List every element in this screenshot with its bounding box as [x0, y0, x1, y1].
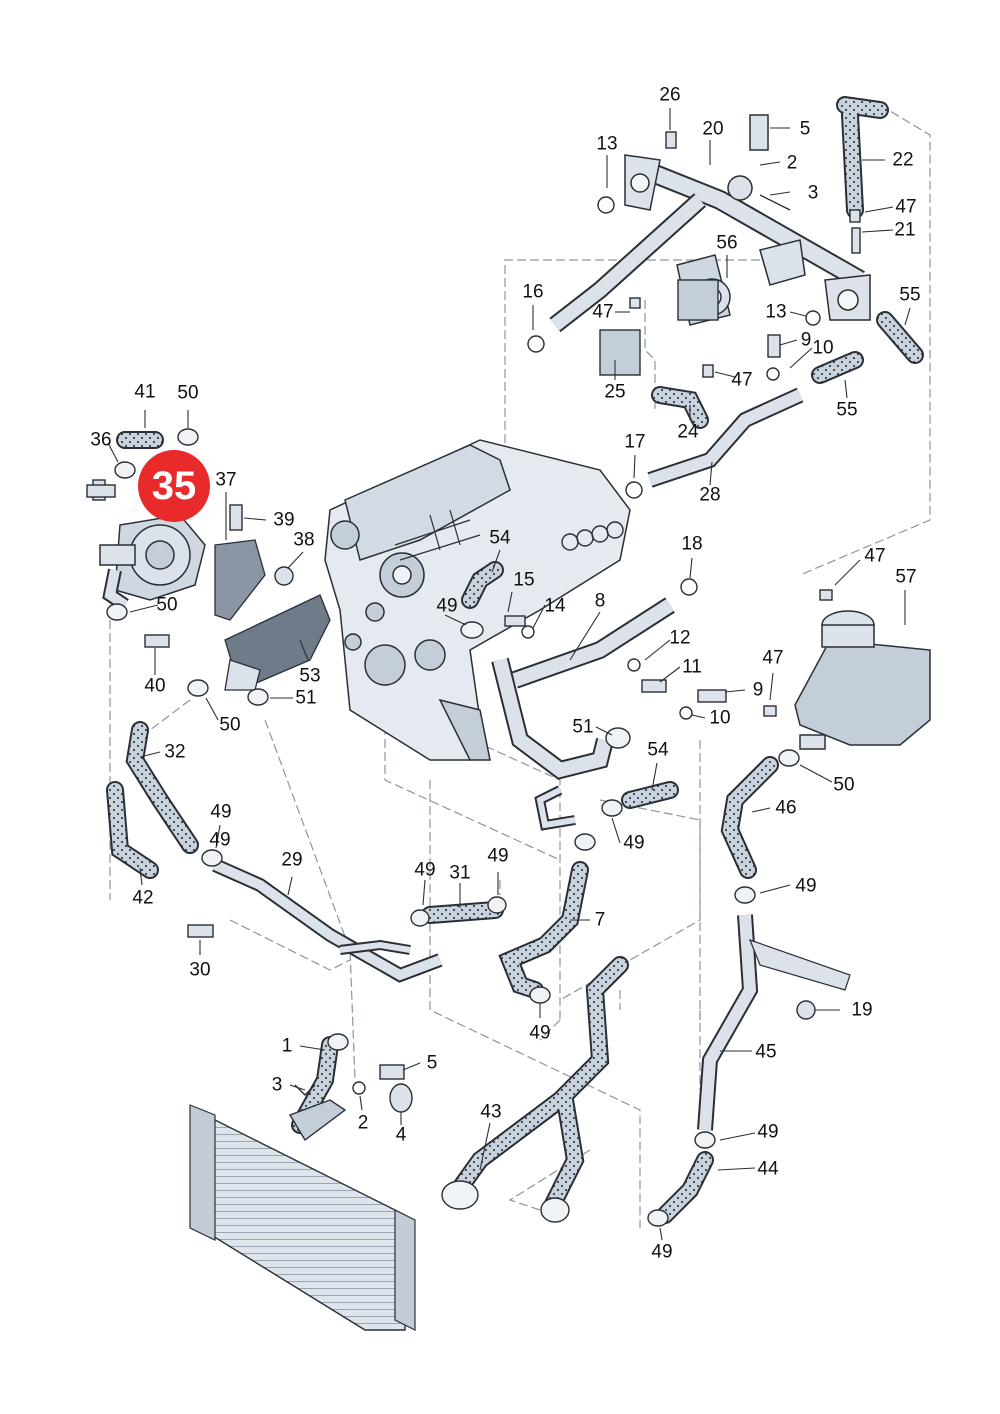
callout-label: 51: [572, 716, 594, 738]
callout-label: 4: [395, 1124, 407, 1146]
callout-label: 12: [669, 627, 691, 649]
callout-label: 9: [800, 329, 812, 351]
callout-label: 3: [271, 1074, 283, 1096]
callout-label: 11: [682, 656, 702, 678]
callout-leaders: [107, 108, 911, 1241]
highlighted-part-badge: 35: [138, 450, 210, 522]
callout-label: 55: [899, 284, 921, 306]
callout-label: 37: [215, 469, 237, 491]
callout-label: 2: [357, 1112, 369, 1134]
callout-label: 43: [480, 1101, 502, 1123]
callout-label: 5: [799, 118, 811, 140]
callout-label: 17: [624, 431, 646, 453]
pipe-29: [212, 858, 443, 983]
pipe-45: [697, 914, 851, 1131]
callout-label: 49: [209, 829, 231, 851]
callout-label: 54: [489, 527, 511, 549]
callout-label: 21: [894, 219, 916, 241]
callout-label: 51: [295, 687, 317, 709]
callout-label: 30: [189, 959, 211, 981]
callout-label: 28: [699, 484, 721, 506]
brackets: [214, 539, 331, 691]
callout-label: 49: [757, 1121, 779, 1143]
small-parts: [86, 131, 861, 1227]
callout-label: 49: [487, 845, 509, 867]
callout-label: 10: [812, 337, 834, 359]
callout-label: 1: [281, 1035, 293, 1057]
callout-label: 14: [544, 595, 566, 617]
callout-label: 47: [762, 647, 784, 669]
callout-label: 19: [851, 999, 873, 1021]
callout-label: 5: [426, 1052, 438, 1074]
pipe-8: [491, 597, 675, 831]
callout-label: 50: [219, 714, 241, 736]
callout-label: 39: [273, 509, 295, 531]
callout-label: 49: [651, 1241, 673, 1263]
callout-label: 55: [836, 399, 858, 421]
callout-label: 44: [757, 1158, 779, 1180]
callout-label: 47: [864, 545, 886, 567]
callout-label: 53: [299, 665, 321, 687]
callout-label: 29: [281, 849, 303, 871]
callout-label: 3: [807, 182, 819, 204]
callout-label: 50: [156, 594, 178, 616]
callout-label: 24: [677, 421, 699, 443]
callout-label: 57: [895, 566, 917, 588]
callout-label: 8: [594, 590, 606, 612]
callout-label: 13: [596, 133, 618, 155]
callout-label: 25: [604, 381, 626, 403]
callout-label: 47: [895, 196, 917, 218]
callout-label: 50: [833, 774, 855, 796]
coolant-pipe-upper: [549, 114, 871, 333]
highlighted-part-label: 35: [151, 463, 197, 508]
expansion-tank: [794, 610, 931, 750]
auxiliary-water-pump: [99, 514, 206, 611]
callout-label: 50: [177, 382, 199, 404]
callout-label: 45: [755, 1041, 777, 1063]
callout-label: 22: [892, 149, 914, 171]
callout-label: 7: [594, 909, 606, 931]
callout-label: 49: [623, 832, 645, 854]
callout-label: 26: [659, 84, 681, 106]
callout-label: 54: [647, 739, 669, 761]
callout-label: 10: [709, 707, 731, 729]
callout-label: 49: [795, 875, 817, 897]
callout-label: 16: [522, 281, 544, 303]
callout-label: 42: [132, 887, 154, 909]
callout-label: 49: [414, 859, 436, 881]
callout-label: 41: [134, 381, 156, 403]
callout-label: 18: [681, 533, 703, 555]
callout-label: 20: [702, 118, 724, 140]
callout-label: 36: [90, 429, 112, 451]
callout-label: 56: [716, 232, 738, 254]
pipe-28: [647, 387, 804, 488]
callout-label: 31: [449, 862, 471, 884]
callout-label: 15: [513, 569, 535, 591]
callout-label: 47: [592, 301, 614, 323]
callout-label: 47: [731, 369, 753, 391]
callout-label: 32: [164, 741, 186, 763]
callout-label: 38: [293, 529, 315, 551]
radiator: [189, 1104, 416, 1331]
callout-label: 13: [765, 301, 787, 323]
callout-label: 9: [752, 679, 764, 701]
callout-label: 40: [144, 675, 166, 697]
callout-label: 46: [775, 797, 797, 819]
callout-label: 49: [210, 801, 232, 823]
callout-label: 49: [436, 595, 458, 617]
callout-label: 49: [529, 1022, 551, 1044]
callout-label: 2: [786, 152, 798, 174]
